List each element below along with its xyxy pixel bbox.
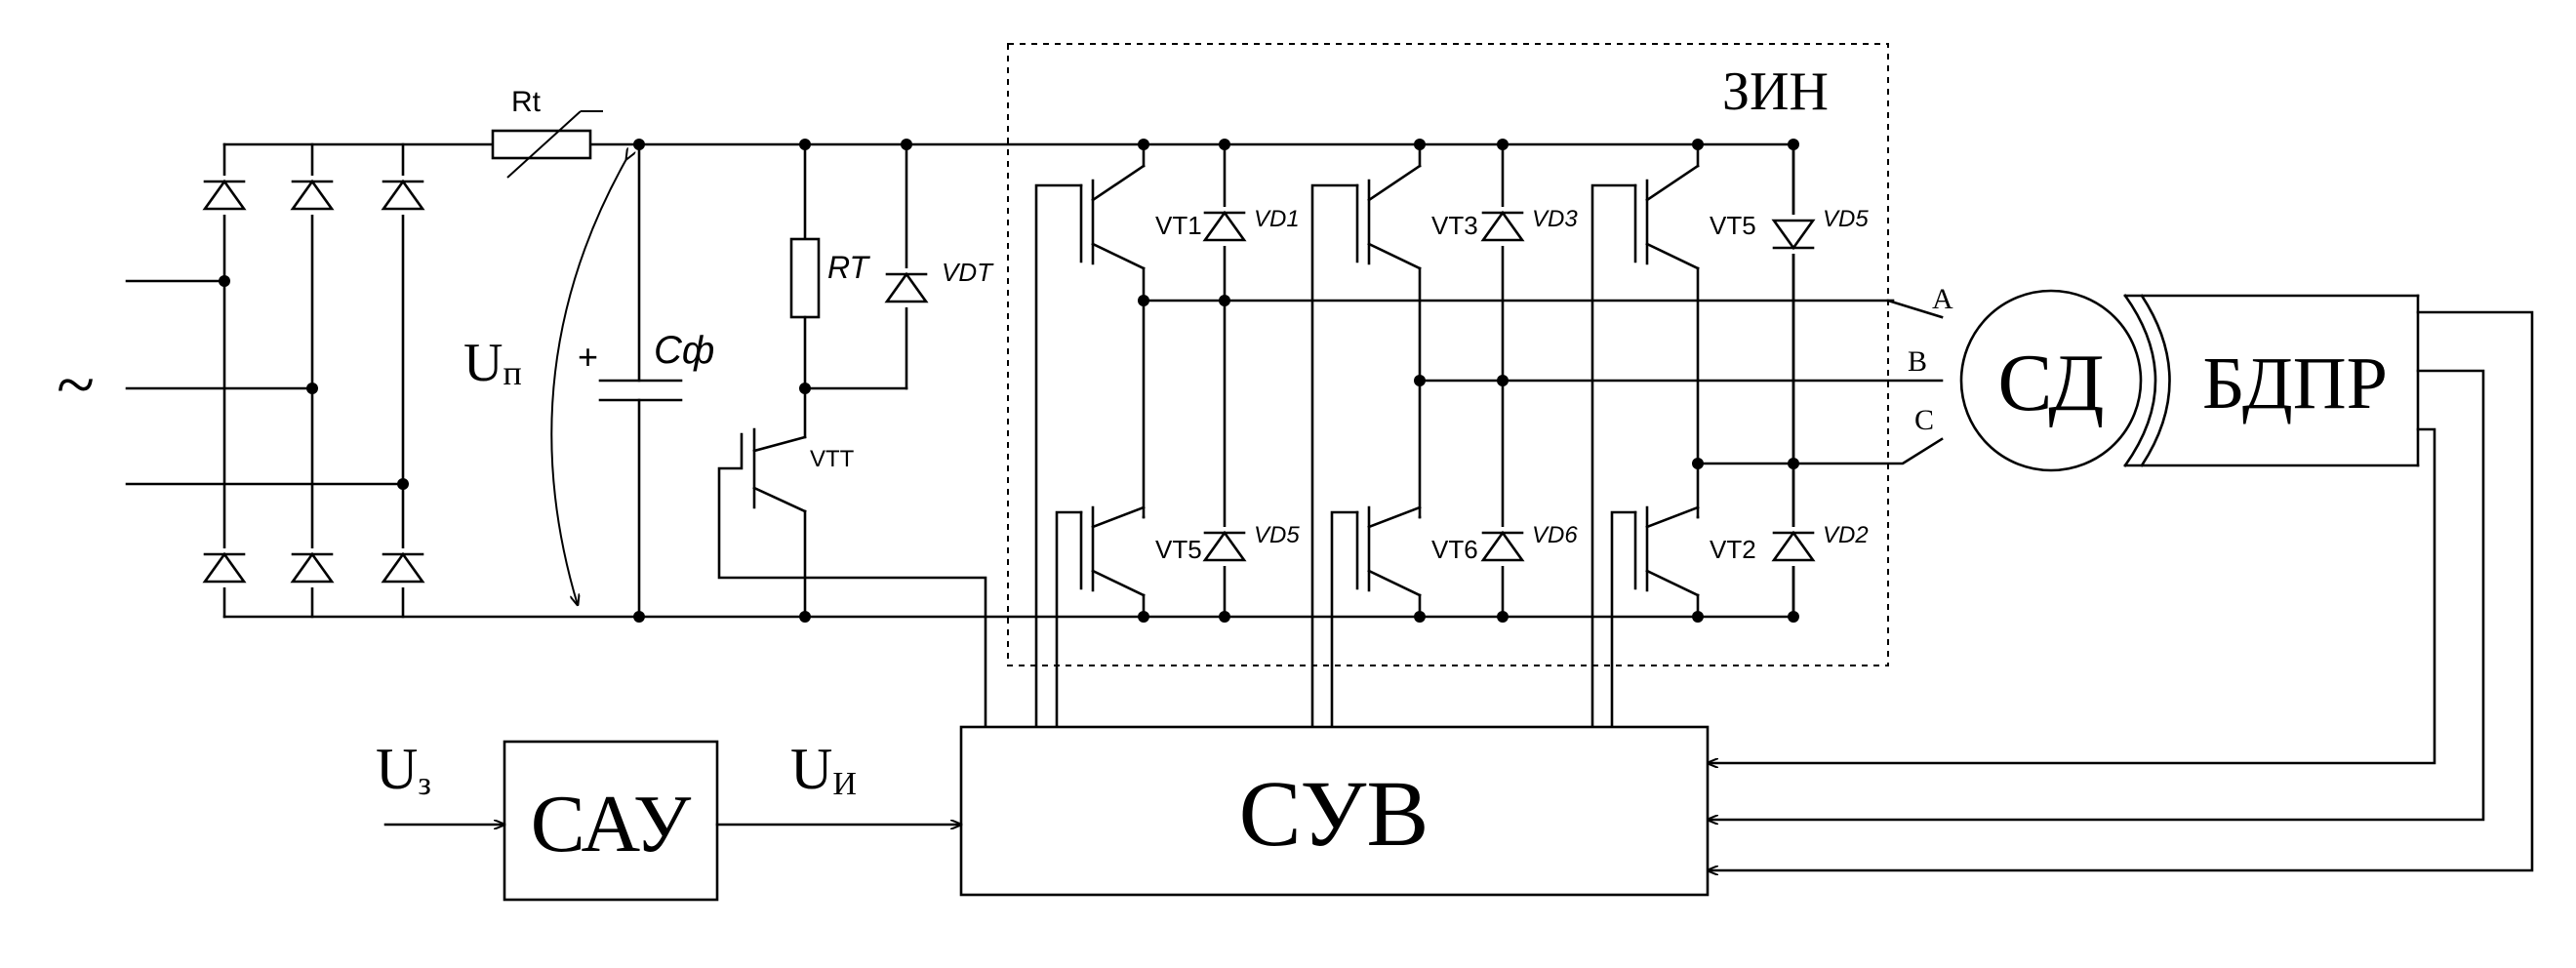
filter-capacitor: + Cф — [578, 139, 714, 623]
inverter-title: ЗИН — [1722, 61, 1829, 122]
rectifier-diode-bottom-3 — [381, 548, 425, 587]
lower-diode-label: VD6 — [1532, 522, 1578, 548]
vtt-label: VTT — [810, 446, 855, 472]
inverter-frame — [1007, 43, 1889, 666]
lower-diode-label: VD5 — [1254, 522, 1300, 548]
upper-transistor-label: VT5 — [1710, 211, 1756, 240]
lower-diode-2 — [1480, 527, 1525, 566]
uz-label: Uз — [376, 737, 431, 802]
rectifier-diode-bottom-1 — [202, 548, 247, 587]
sensor-label: БДПР — [2202, 343, 2388, 424]
lower-gate-wire — [1330, 510, 1359, 729]
upper-gate-wire — [1310, 183, 1359, 729]
lower-transistor-label: VT5 — [1155, 535, 1202, 564]
rectifier-diode-top-2 — [290, 176, 335, 215]
upper-diode-2 — [1480, 207, 1525, 246]
diode-bridge-rectifier — [125, 142, 409, 619]
rectifier-diode-top-3 — [381, 176, 425, 215]
up-label: Uп — [463, 333, 522, 393]
lower-transistor-label: VT2 — [1710, 535, 1756, 564]
capacitor-label: Cф — [654, 329, 714, 372]
sensor-feedback-lines — [1706, 310, 2534, 870]
lower-gate-wire — [1610, 510, 1637, 729]
rt-label: Rt — [511, 86, 542, 118]
upper-diode-3 — [1771, 215, 1816, 254]
vdt-diode — [884, 268, 929, 307]
rotor-position-sensor: БДПР — [2123, 294, 2420, 467]
ui-label: UИ — [790, 737, 857, 802]
motor-label: СД — [1997, 338, 2104, 428]
upper-transistor-label: VT1 — [1155, 211, 1202, 240]
rectifier-diodes — [202, 176, 425, 587]
capacitor-plus: + — [578, 337, 598, 377]
synchronous-motor: СД — [1959, 289, 2143, 472]
upper-diode-label: VD1 — [1254, 206, 1300, 232]
vdt-diode-symbol — [884, 268, 929, 307]
upper-diode-label: VD3 — [1532, 206, 1578, 232]
brake-chopper: RT VDT VTT — [717, 139, 994, 728]
sau-label: САУ — [531, 779, 692, 869]
phase-a-label: A — [1932, 283, 1953, 315]
lower-transistor-label: VT6 — [1431, 535, 1478, 564]
automatic-control-system: САУ Uз UИ — [376, 737, 963, 902]
rt2-label: RT — [827, 250, 871, 285]
phase-c-label: C — [1914, 404, 1934, 436]
lower-diode-label: VD2 — [1823, 522, 1869, 548]
controller-label: СУВ — [1239, 761, 1429, 866]
phase-b-label: B — [1908, 345, 1927, 378]
control-unit: СУВ — [959, 725, 1710, 897]
upper-diode-label: VD5 — [1823, 206, 1869, 232]
rectifier-diode-bottom-2 — [290, 548, 335, 587]
vdt-label: VDT — [942, 258, 994, 287]
upper-gate-wire — [1034, 183, 1083, 729]
upper-diode-1 — [1202, 207, 1247, 246]
rectifier-diode-top-1 — [202, 176, 247, 215]
upper-transistor-label: VT3 — [1431, 211, 1478, 240]
lower-diode-3 — [1771, 527, 1816, 566]
phase-outputs: A B C — [1138, 283, 1953, 469]
supply-voltage-indicator: Uп — [463, 159, 626, 605]
upper-gate-wire — [1590, 183, 1637, 729]
lower-gate-wire — [1055, 510, 1083, 729]
thermistor-rt: Rt — [491, 86, 603, 179]
lower-diode-1 — [1202, 527, 1247, 566]
ac-source-symbol: ~ — [57, 345, 95, 424]
